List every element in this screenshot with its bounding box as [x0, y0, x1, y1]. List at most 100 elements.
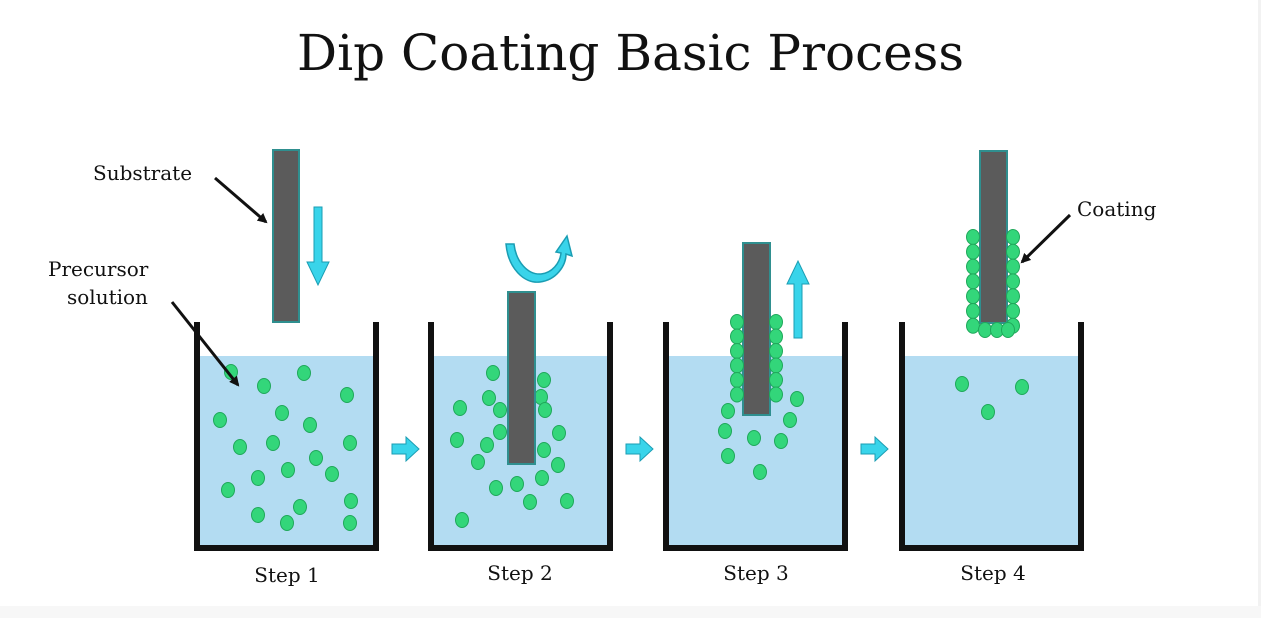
particle-49	[955, 376, 969, 392]
particle-5	[213, 412, 227, 428]
particle-38	[493, 424, 507, 440]
precursor-pointer-arrow	[170, 301, 240, 387]
particle-44	[783, 412, 797, 428]
coating-particle-12	[769, 386, 783, 403]
precursor-label-line1: Precursor	[48, 257, 149, 281]
particle-11	[309, 450, 323, 466]
down-arrow-icon	[306, 206, 330, 287]
particle-37	[455, 512, 469, 528]
particle-8	[233, 439, 247, 455]
right-edge-strip	[1258, 0, 1261, 618]
particle-23	[453, 400, 467, 416]
coating-label: Coating	[1077, 197, 1157, 221]
coating-particle-9	[769, 343, 783, 359]
motion-arrows-group	[306, 206, 810, 339]
coating-particle-7	[769, 314, 783, 330]
particle-19	[280, 515, 294, 531]
particle-51	[981, 404, 995, 420]
particle-7	[303, 417, 317, 433]
particle-27	[450, 432, 464, 448]
particle-16	[293, 499, 307, 515]
coating-particle-18	[966, 303, 980, 319]
particle-45	[747, 430, 761, 446]
particle-4	[340, 387, 354, 403]
particle-13	[281, 462, 295, 478]
particle-40	[537, 442, 551, 458]
particle-47	[721, 448, 735, 464]
particle-3	[297, 365, 311, 381]
particle-32	[489, 480, 503, 496]
particle-6	[275, 405, 289, 421]
coating-particle-6	[730, 386, 744, 403]
beakers-group	[194, 322, 1084, 551]
coating-particle-16	[966, 273, 980, 290]
coating-particle-8	[769, 328, 783, 345]
step-arrow-1	[391, 435, 420, 463]
particle-34	[535, 470, 549, 486]
particle-35	[560, 493, 574, 509]
coating-particle-1	[730, 314, 744, 330]
particle-18	[251, 507, 265, 523]
step-arrow-2	[625, 435, 654, 463]
particle-39	[538, 402, 552, 418]
particle-20	[343, 515, 357, 531]
particle-50	[1015, 379, 1029, 395]
coating-particle-25	[1006, 303, 1020, 319]
coating-particle-21	[1006, 243, 1020, 260]
coating-particle-19	[966, 317, 980, 334]
coating-particle-29	[1001, 322, 1015, 338]
particle-10	[343, 435, 357, 451]
coating-particle-24	[1006, 288, 1020, 305]
coating-particle-14	[966, 243, 980, 260]
step-1-label: Step 1	[254, 563, 319, 587]
coating-particle-13	[966, 229, 980, 245]
coating-particle-10	[769, 357, 783, 374]
particle-21	[486, 365, 500, 381]
diagram-title: Dip Coating Basic Process	[297, 24, 964, 82]
particle-42	[718, 423, 732, 439]
coating-particle-27	[978, 322, 992, 338]
beaker-4-wall	[899, 322, 1084, 551]
substrate-4	[979, 150, 1008, 324]
coating-particle-23	[1006, 273, 1020, 290]
particle-12	[251, 470, 265, 486]
beaker-2-wall	[428, 322, 613, 551]
substrate-3	[742, 242, 771, 416]
particle-2	[257, 378, 271, 394]
particle-28	[480, 437, 494, 453]
rotate-arrow-icon	[505, 234, 574, 283]
step-arrow-3	[860, 435, 889, 463]
coating-particle-22	[1006, 258, 1020, 275]
substrate-2	[507, 291, 536, 465]
coating-particle-17	[966, 288, 980, 305]
particle-43	[790, 391, 804, 407]
particle-30	[471, 454, 485, 470]
precursor-label-line2: solution	[67, 285, 148, 309]
step-2-label: Step 2	[487, 561, 552, 585]
coating-particle-15	[966, 258, 980, 275]
coating-particle-3	[730, 343, 744, 359]
substrate-1	[272, 149, 300, 323]
particle-22	[537, 372, 551, 388]
particle-17	[344, 493, 358, 509]
particle-36	[523, 494, 537, 510]
substrates-group	[272, 149, 1008, 465]
substrate-label: Substrate	[93, 161, 192, 185]
particle-33	[510, 476, 524, 492]
coating-particle-5	[730, 372, 744, 388]
up-arrow-icon	[786, 259, 810, 339]
coating-particle-4	[730, 357, 744, 374]
particle-14	[325, 466, 339, 482]
step-3-label: Step 3	[723, 561, 788, 585]
particle-15	[221, 482, 235, 498]
particle-29	[552, 425, 566, 441]
coating-pointer-arrow	[1020, 213, 1072, 264]
particle-41	[721, 403, 735, 419]
bottom-edge-strip	[0, 606, 1261, 618]
coatings-group	[730, 229, 1020, 403]
coating-particle-2	[730, 328, 744, 345]
beaker-3-wall	[663, 322, 848, 551]
particle-26	[493, 402, 507, 418]
particle-46	[774, 433, 788, 449]
